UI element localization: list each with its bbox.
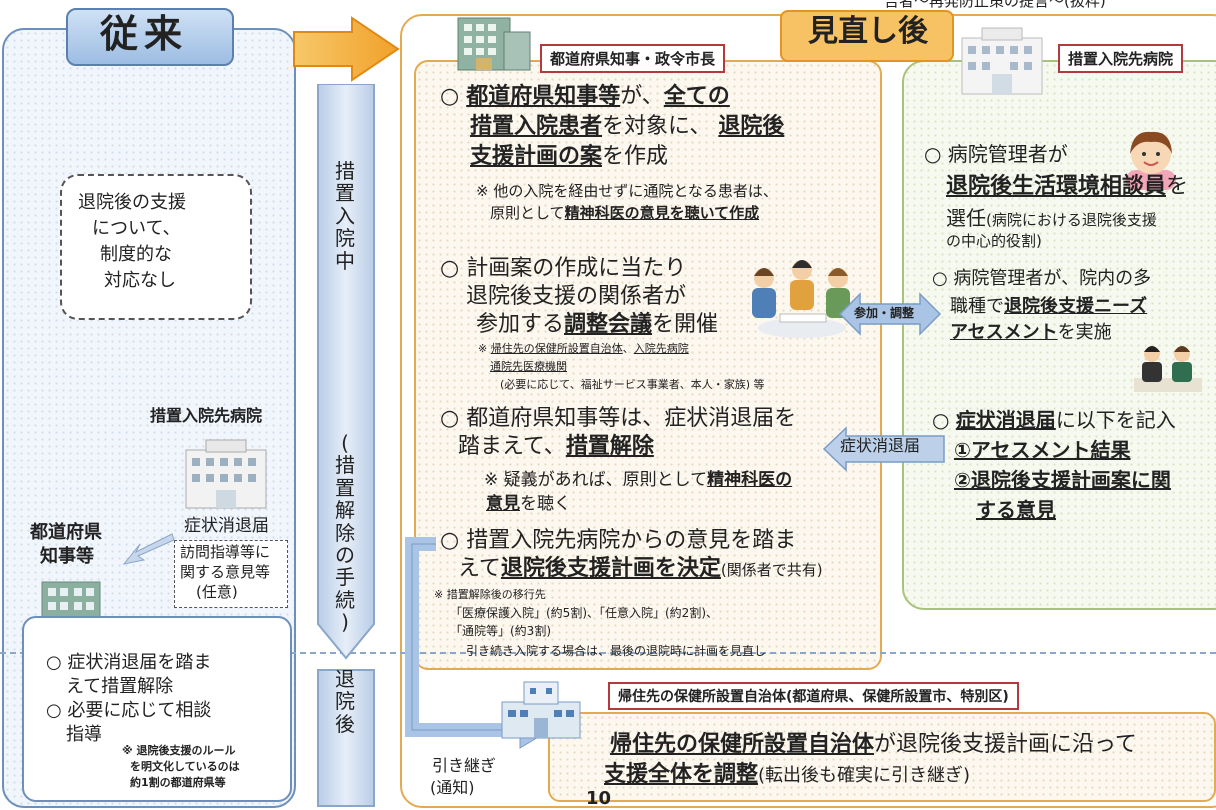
revised-item2-note2: 通院先医療機関: [490, 360, 567, 373]
legacy-item-1-line-1: ○ 症状消退届を踏ま: [46, 652, 212, 673]
bottom-panel: [548, 712, 1216, 802]
hospital-item3-line3: ②退院後支援計画案に関: [954, 468, 1171, 492]
revised-item1-line1: ○ 都道府県知事等が、全ての: [440, 84, 730, 109]
legacy-item-2-line-1: ○ 必要に応じて相談: [46, 700, 212, 721]
hospital-item1-line1: ○ 病院管理者が: [924, 142, 1068, 166]
legacy-note-line-1: ※ 退院後支援のルール: [122, 744, 236, 757]
page-number: 10: [586, 788, 612, 809]
legacy-governor-label-2: 知事等: [40, 546, 94, 567]
handover-label-2: (通知): [430, 778, 475, 797]
revised-item4-note1: ※ 措置解除後の移行先: [434, 588, 546, 601]
legacy-note-line-3: 約1割の都道府県等: [130, 776, 226, 789]
municipality-building-icon: [501, 681, 581, 739]
separator-line: [0, 652, 1216, 654]
no-support-line-2: について、: [92, 218, 181, 239]
hospital-building-right-icon: [961, 27, 1043, 95]
timeline-procedure-label: (措置解除の手続): [335, 431, 355, 635]
legacy-title-box: [66, 8, 234, 66]
revised-item2-line1: ○ 計画案の作成に当たり: [440, 256, 687, 281]
governor-label: 都道府県知事・政令市長: [540, 44, 726, 73]
revised-item2-note1: ※ 帰住先の保健所設置自治体、入院先病院: [478, 342, 689, 355]
municipality-label: 帰住先の保健所設置自治体(都道府県、保健所設置市、特別区): [608, 682, 1019, 710]
hospital-item2-line2: 職種で退院後支援ニーズ: [950, 296, 1148, 317]
no-support-box: [60, 174, 252, 320]
transition-arrow: [293, 16, 400, 82]
revised-item1-note2: 原則として精神科医の意見を聴いて作成: [490, 204, 760, 222]
hospital-panel: [902, 60, 1216, 610]
revised-item4-note4: 引き続き入院する場合は、最後の退院時に計画を見直し: [466, 644, 767, 658]
revised-item4-note2: 「医療保護入院」(約5割)、「任意入院」(約2割)、: [450, 606, 718, 620]
hospital-item1-line2: 退院後生活環境相談員を: [946, 174, 1189, 199]
hospital-building-icon: [185, 439, 267, 509]
legacy-bottom-box: [22, 616, 292, 802]
handover-label-1: 引き継ぎ: [432, 756, 497, 775]
revised-item3-note2: 意見を聴く: [486, 494, 571, 514]
revised-item1-line2: 措置入院患者を対象に、 退院後: [470, 114, 785, 139]
legacy-report-line-3: 関する意見等: [180, 563, 271, 581]
revised-item4-line2: えて退院後支援計画を決定(関係者で共有): [458, 556, 823, 581]
report-arrow-label: 症状消退届: [840, 436, 921, 455]
revised-item1-note1: ※ 他の入院を経由せずに通院となる患者は、: [476, 182, 778, 200]
participate-label: 参加・調整: [854, 306, 915, 320]
no-support-line-4: 対応なし: [104, 270, 176, 291]
revised-item3-line1: ○ 都道府県知事等は、症状消退届を: [440, 406, 797, 431]
no-support-line-3: 制度的な: [100, 244, 172, 265]
legacy-governor-label-1: 都道府県: [30, 522, 102, 543]
timeline-arrow: [317, 84, 375, 807]
hospital-item2-line3: アセスメントを実施: [950, 322, 1112, 343]
prefecture-building-icon: [457, 17, 531, 71]
participate-arrow: [838, 292, 942, 336]
timeline-during-label: 措置入院中: [335, 159, 355, 273]
legacy-title: 従来: [100, 12, 189, 56]
legacy-item-1-line-2: えて措置解除: [66, 676, 174, 697]
legacy-item-2-line-2: 指導: [66, 724, 102, 745]
hospital-label: 措置入院先病院: [1058, 44, 1184, 73]
legacy-report-line-4: (任意): [196, 583, 238, 601]
revised-title: 見直し後: [808, 14, 928, 49]
hospital-item3-line2: ①アセスメント結果: [954, 438, 1131, 462]
revised-item2-note3: (必要に応じて、福祉サービス事業者、本人・家族) 等: [500, 378, 765, 391]
revised-item2-line2: 退院後支援の関係者が: [466, 284, 687, 309]
timeline-after-label: 退院後: [335, 667, 355, 736]
hospital-item1-line3: 選任(病院における退院後支援: [946, 206, 1157, 230]
legacy-report-line-2: 訪問指導等に: [180, 543, 271, 561]
legacy-hospital-label: 措置入院先病院: [150, 406, 263, 425]
bottom-line2: 支援全体を調整(転出後も確実に引き継ぎ): [604, 762, 971, 787]
report-arrow-left: [122, 533, 175, 565]
revised-main-panel: [414, 60, 882, 670]
hospital-staff-icon: [1134, 346, 1202, 392]
revised-item4-line1: ○ 措置入院先病院からの意見を踏ま: [440, 528, 797, 553]
hospital-item3-line4: する意見: [976, 498, 1056, 522]
legacy-report-label: 症状消退届: [184, 516, 269, 536]
revised-item4-note3: 「通院等」(約3割): [450, 624, 551, 638]
revised-item1-line3: 支援計画の案を作成: [470, 144, 669, 169]
counselor-face-icon: [1126, 131, 1176, 190]
header-fragment: 告者〜再発防止策の提言〜(抜粋): [884, 0, 1106, 10]
legacy-report-box: [174, 540, 288, 608]
no-support-line-1: 退院後の支援: [78, 192, 186, 213]
hospital-item1-line4: の中心的役割): [946, 232, 1042, 250]
legacy-note-line-2: を明文化しているのは: [130, 760, 240, 773]
bottom-line1: 帰住先の保健所設置自治体が退院後支援計画に沿って: [610, 732, 1137, 757]
revised-item2-line3: 参加する調整会議を開催: [476, 312, 719, 337]
hospital-item2-line1: ○ 病院管理者が、院内の多: [932, 268, 1152, 289]
revised-title-box: [780, 10, 954, 62]
revised-item3-line2: 踏まえて、措置解除: [458, 434, 654, 459]
revised-item3-note1: ※ 疑義があれば、原則として精神科医の: [484, 470, 793, 490]
hospital-item3-line1: ○ 症状消退届に以下を記入: [932, 408, 1176, 432]
report-arrow: [822, 426, 945, 472]
